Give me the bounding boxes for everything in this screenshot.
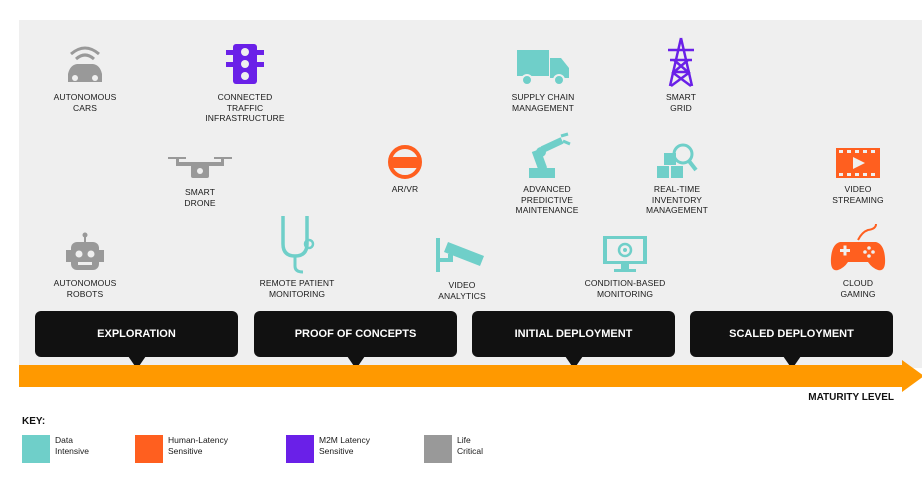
item-label: REMOTE PATIENT MONITORING bbox=[259, 278, 335, 299]
item-label: VIDEO ANALYTICS bbox=[438, 280, 486, 301]
item-label: AUTONOMOUS ROBOTS bbox=[53, 278, 117, 299]
boxes-magnifier-icon bbox=[657, 143, 698, 178]
key-label: Human-Latency Sensitive bbox=[168, 435, 229, 456]
monitor-gear-icon bbox=[603, 236, 647, 272]
item-smart-drone: SMART DRONE bbox=[135, 153, 265, 208]
drone-icon bbox=[168, 157, 232, 178]
item-advanced-predictive: ADVANCED PREDICTIVE MAINTENANCE bbox=[482, 132, 612, 216]
robot-arm-icon bbox=[529, 132, 571, 178]
key-label: M2M Latency Sensitive bbox=[319, 435, 371, 456]
maturity-arrow-head bbox=[902, 360, 922, 392]
item-label: CONDITION-BASED MONITORING bbox=[584, 278, 666, 299]
item-inventory: REAL-TIME INVENTORY MANAGEMENT bbox=[612, 140, 742, 216]
key-swatch bbox=[22, 435, 50, 463]
key-item-human-latency: Human-Latency Sensitive bbox=[135, 435, 228, 463]
item-label: SMART DRONE bbox=[184, 187, 216, 208]
gamepad-icon bbox=[830, 224, 886, 271]
key-swatch bbox=[424, 435, 452, 463]
truck-icon bbox=[517, 50, 569, 86]
key-item-m2m-latency: M2M Latency Sensitive bbox=[286, 435, 370, 463]
item-label: SMART GRID bbox=[665, 92, 697, 113]
video-player-icon bbox=[836, 148, 880, 178]
item-connected-traffic: CONNECTED TRAFFIC INFRASTRUCTURE bbox=[180, 42, 310, 124]
stage-exploration: EXPLORATION bbox=[35, 311, 238, 369]
item-supply-chain: SUPPLY CHAIN MANAGEMENT bbox=[478, 46, 608, 113]
stage-proof-of-concepts: PROOF OF CONCEPTS bbox=[254, 311, 457, 369]
item-label: CLOUD GAMING bbox=[840, 278, 876, 299]
key-swatch bbox=[135, 435, 163, 463]
key-label: Data Intensive bbox=[55, 435, 90, 456]
robot-head-icon bbox=[66, 232, 104, 270]
item-video-analytics: VIDEO ANALYTICS bbox=[397, 236, 527, 301]
item-label: AR/VR bbox=[391, 184, 419, 194]
item-label: AUTONOMOUS CARS bbox=[53, 92, 117, 113]
stage-scaled-deployment: SCALED DEPLOYMENT bbox=[690, 311, 893, 369]
item-label: CONNECTED TRAFFIC INFRASTRUCTURE bbox=[205, 92, 285, 123]
item-cloud-gaming: CLOUD GAMING bbox=[793, 224, 922, 299]
item-ar-vr: AR/VR bbox=[340, 144, 470, 195]
item-label: ADVANCED PREDICTIVE MAINTENANCE bbox=[515, 184, 579, 215]
maturity-arrow bbox=[19, 365, 904, 387]
key-item-data-intensive: Data Intensive bbox=[22, 435, 89, 463]
diagram-panel bbox=[19, 20, 922, 368]
item-autonomous-robots: AUTONOMOUS ROBOTS bbox=[20, 232, 150, 299]
item-condition-based: CONDITION-BASED MONITORING bbox=[560, 234, 690, 299]
item-label: REAL-TIME INVENTORY MANAGEMENT bbox=[646, 184, 708, 215]
traffic-light-icon bbox=[226, 44, 264, 84]
key-title: KEY: bbox=[22, 416, 46, 427]
power-tower-icon bbox=[668, 37, 694, 88]
axis-label: MATURITY LEVEL bbox=[808, 392, 894, 403]
vr-headset-icon bbox=[388, 145, 422, 179]
car-wifi-icon bbox=[68, 46, 102, 82]
stage-initial-deployment: INITIAL DEPLOYMENT bbox=[472, 311, 675, 369]
item-video-streaming: VIDEO STREAMING bbox=[793, 146, 922, 205]
item-autonomous-cars: AUTONOMOUS CARS bbox=[20, 40, 150, 113]
item-label: VIDEO STREAMING bbox=[832, 184, 884, 205]
key-label: Life Critical bbox=[457, 435, 483, 456]
security-camera-icon bbox=[436, 238, 484, 272]
stethoscope-icon bbox=[281, 216, 315, 274]
item-smart-grid: SMART GRID bbox=[616, 36, 746, 113]
item-remote-patient: REMOTE PATIENT MONITORING bbox=[232, 214, 362, 299]
item-label: SUPPLY CHAIN MANAGEMENT bbox=[511, 92, 575, 113]
key-swatch bbox=[286, 435, 314, 463]
key-item-life-critical: Life Critical bbox=[424, 435, 483, 463]
